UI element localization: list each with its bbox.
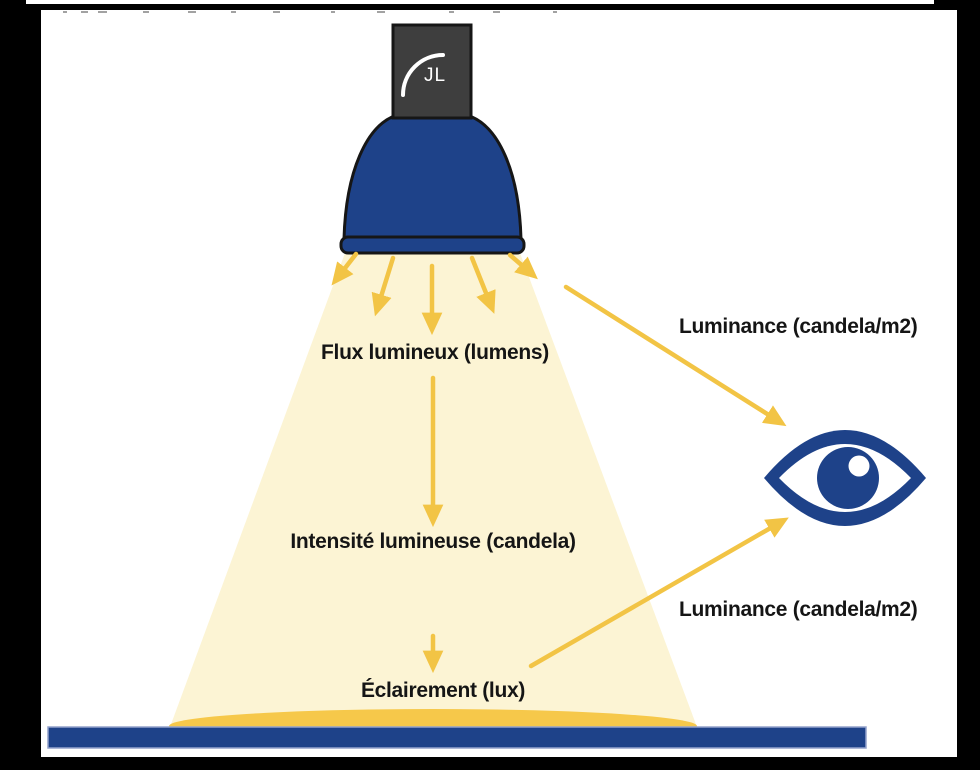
flux-lumineux-label: Flux lumineux (lumens)	[321, 341, 549, 364]
luminance-bottom-label: Luminance (candela/m2)	[679, 598, 918, 621]
top-white-sliver	[26, 0, 934, 4]
intensite-lumineuse-label: Intensité lumineuse (candela)	[290, 530, 576, 553]
luminance-top-label: Luminance (candela/m2)	[679, 315, 918, 338]
eclairement-label: Éclairement (lux)	[360, 679, 526, 702]
diagram-canvas	[41, 10, 957, 757]
